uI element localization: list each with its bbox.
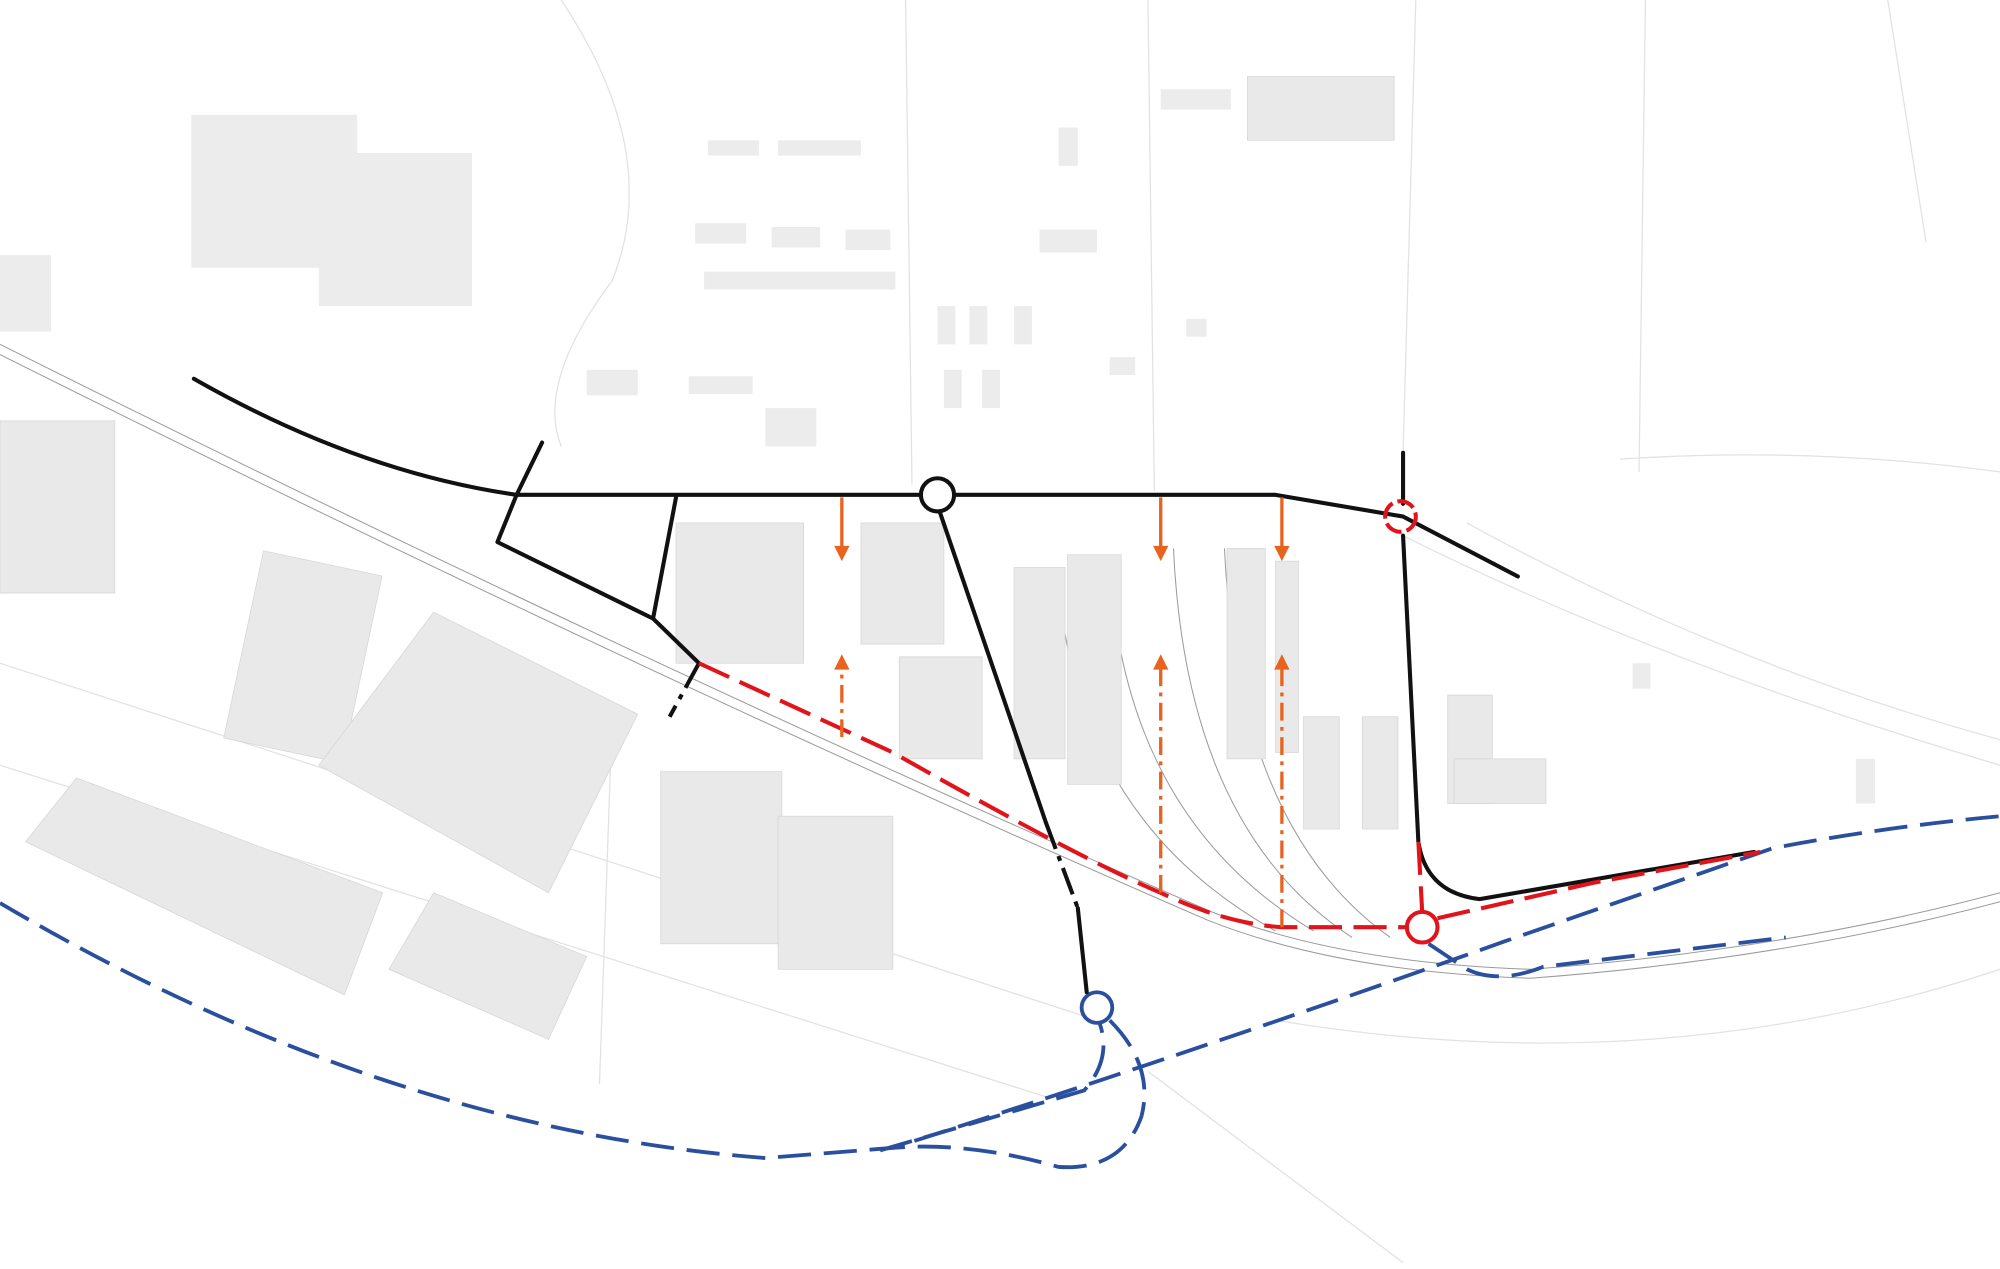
access-arrows (834, 497, 1290, 928)
building (1013, 567, 1066, 760)
roundabout-icon (1079, 990, 1115, 1025)
building (1067, 554, 1122, 785)
building (24, 777, 384, 996)
building (388, 892, 588, 1040)
road-junction-west (495, 440, 702, 666)
access-arrow-icon (834, 497, 850, 738)
road-south-link-crossing (1044, 821, 1080, 909)
building (1303, 716, 1340, 830)
road-link-west (667, 662, 701, 718)
road-south-link (938, 510, 1048, 825)
building (0, 420, 116, 594)
access-arrow-icon (1153, 497, 1169, 893)
building (660, 771, 783, 945)
building (1361, 716, 1399, 830)
building (860, 522, 945, 645)
planned-road-east (1437, 849, 1761, 921)
planned-road-south (698, 661, 1407, 930)
building (1275, 560, 1299, 753)
regional-link-routes (0, 814, 2000, 1170)
building (777, 815, 894, 970)
access-arrow-icon (1274, 497, 1290, 928)
regional-link-route-loop (892, 1018, 1147, 1170)
planned-roundabout-icon (1383, 499, 1418, 534)
regional-link-route-east (1427, 935, 1786, 979)
buildings (0, 76, 1875, 1040)
building (675, 522, 804, 664)
regional-link-route-main (0, 814, 2000, 1160)
regional-link-route-branch (879, 1022, 1106, 1153)
planned-road-east-link (1416, 841, 1425, 913)
building (1247, 76, 1395, 141)
building (223, 550, 383, 764)
building (1453, 758, 1547, 804)
road-south-link-end (1075, 906, 1089, 995)
planned-roads (698, 499, 1761, 945)
building (898, 656, 983, 760)
building (1226, 548, 1266, 760)
planned-roundabout-icon (1404, 909, 1440, 945)
building (318, 611, 639, 894)
roundabout-icon (918, 476, 957, 514)
residential-blocks (0, 89, 1875, 804)
